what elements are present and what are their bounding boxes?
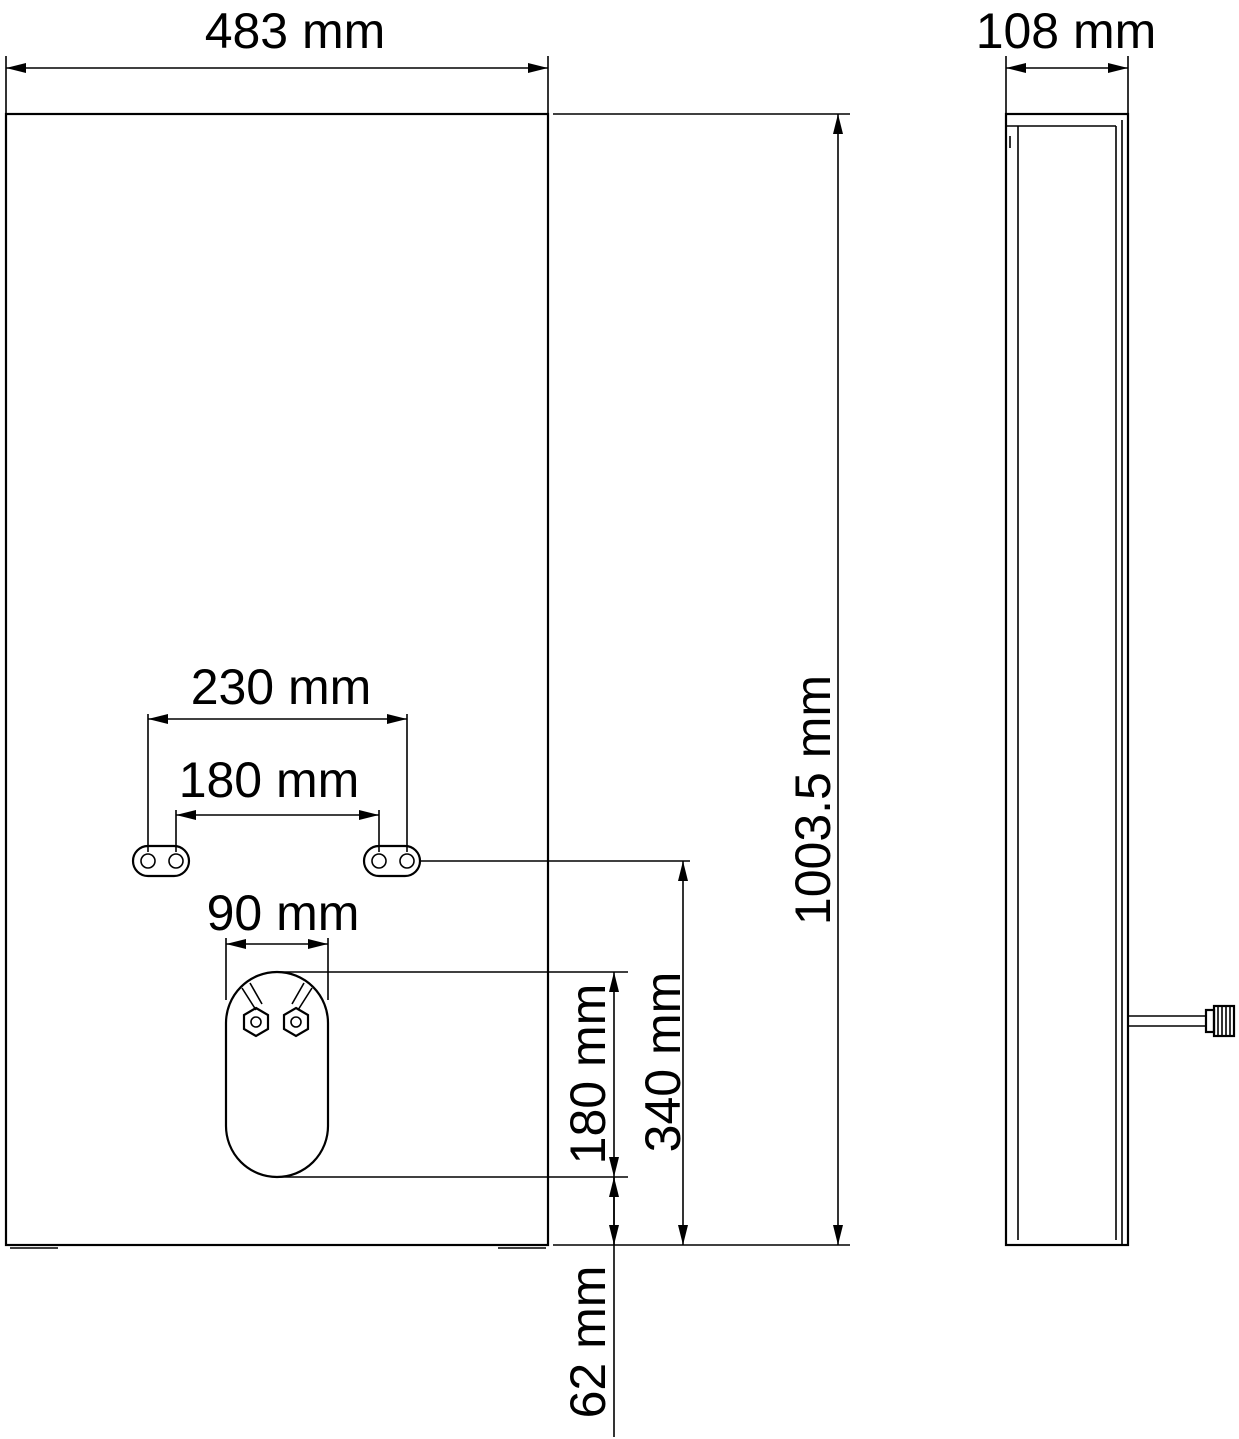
nut-left-icon: [242, 1006, 270, 1038]
side-view: 108 mm: [976, 3, 1236, 1247]
depth-dimension: 108 mm: [976, 3, 1157, 114]
pipe-opening: [224, 970, 330, 1179]
bracket-height-label: 340 mm: [635, 972, 691, 1153]
supply-pipe: [1128, 1004, 1236, 1038]
width-label: 483 mm: [205, 3, 386, 59]
height-label: 1003.5 mm: [785, 675, 841, 925]
opening-width-dimension: 90 mm: [207, 885, 360, 1000]
side-panel-outline: [1004, 112, 1130, 1247]
opening-height-label: 180 mm: [560, 984, 616, 1165]
opening-width-label: 90 mm: [207, 885, 360, 941]
front-view: 483 mm 1003.5 mm 230 mm: [4, 3, 850, 1437]
connector-nut-icon: [1212, 1004, 1236, 1038]
depth-label: 108 mm: [976, 3, 1157, 59]
opening-bottom-dimension: 62 mm: [560, 1177, 619, 1437]
front-panel-outline: [4, 112, 550, 1247]
opening-height-dimension: 180 mm: [277, 971, 628, 1178]
bracket-left: [131, 844, 191, 878]
bracket-inner-label: 180 mm: [179, 752, 360, 808]
bracket-outer-label: 230 mm: [191, 659, 372, 715]
bracket-inner-dimension: 180 mm: [175, 752, 380, 852]
height-dimension: 1003.5 mm: [553, 113, 850, 1246]
bracket-outer-dimension: 230 mm: [147, 659, 408, 852]
width-dimension: 483 mm: [5, 3, 549, 114]
opening-bottom-label: 62 mm: [560, 1266, 616, 1419]
bracket-right: [362, 844, 422, 878]
bracket-height-dimension: 340 mm: [421, 860, 691, 1245]
nut-right-icon: [282, 1006, 310, 1038]
